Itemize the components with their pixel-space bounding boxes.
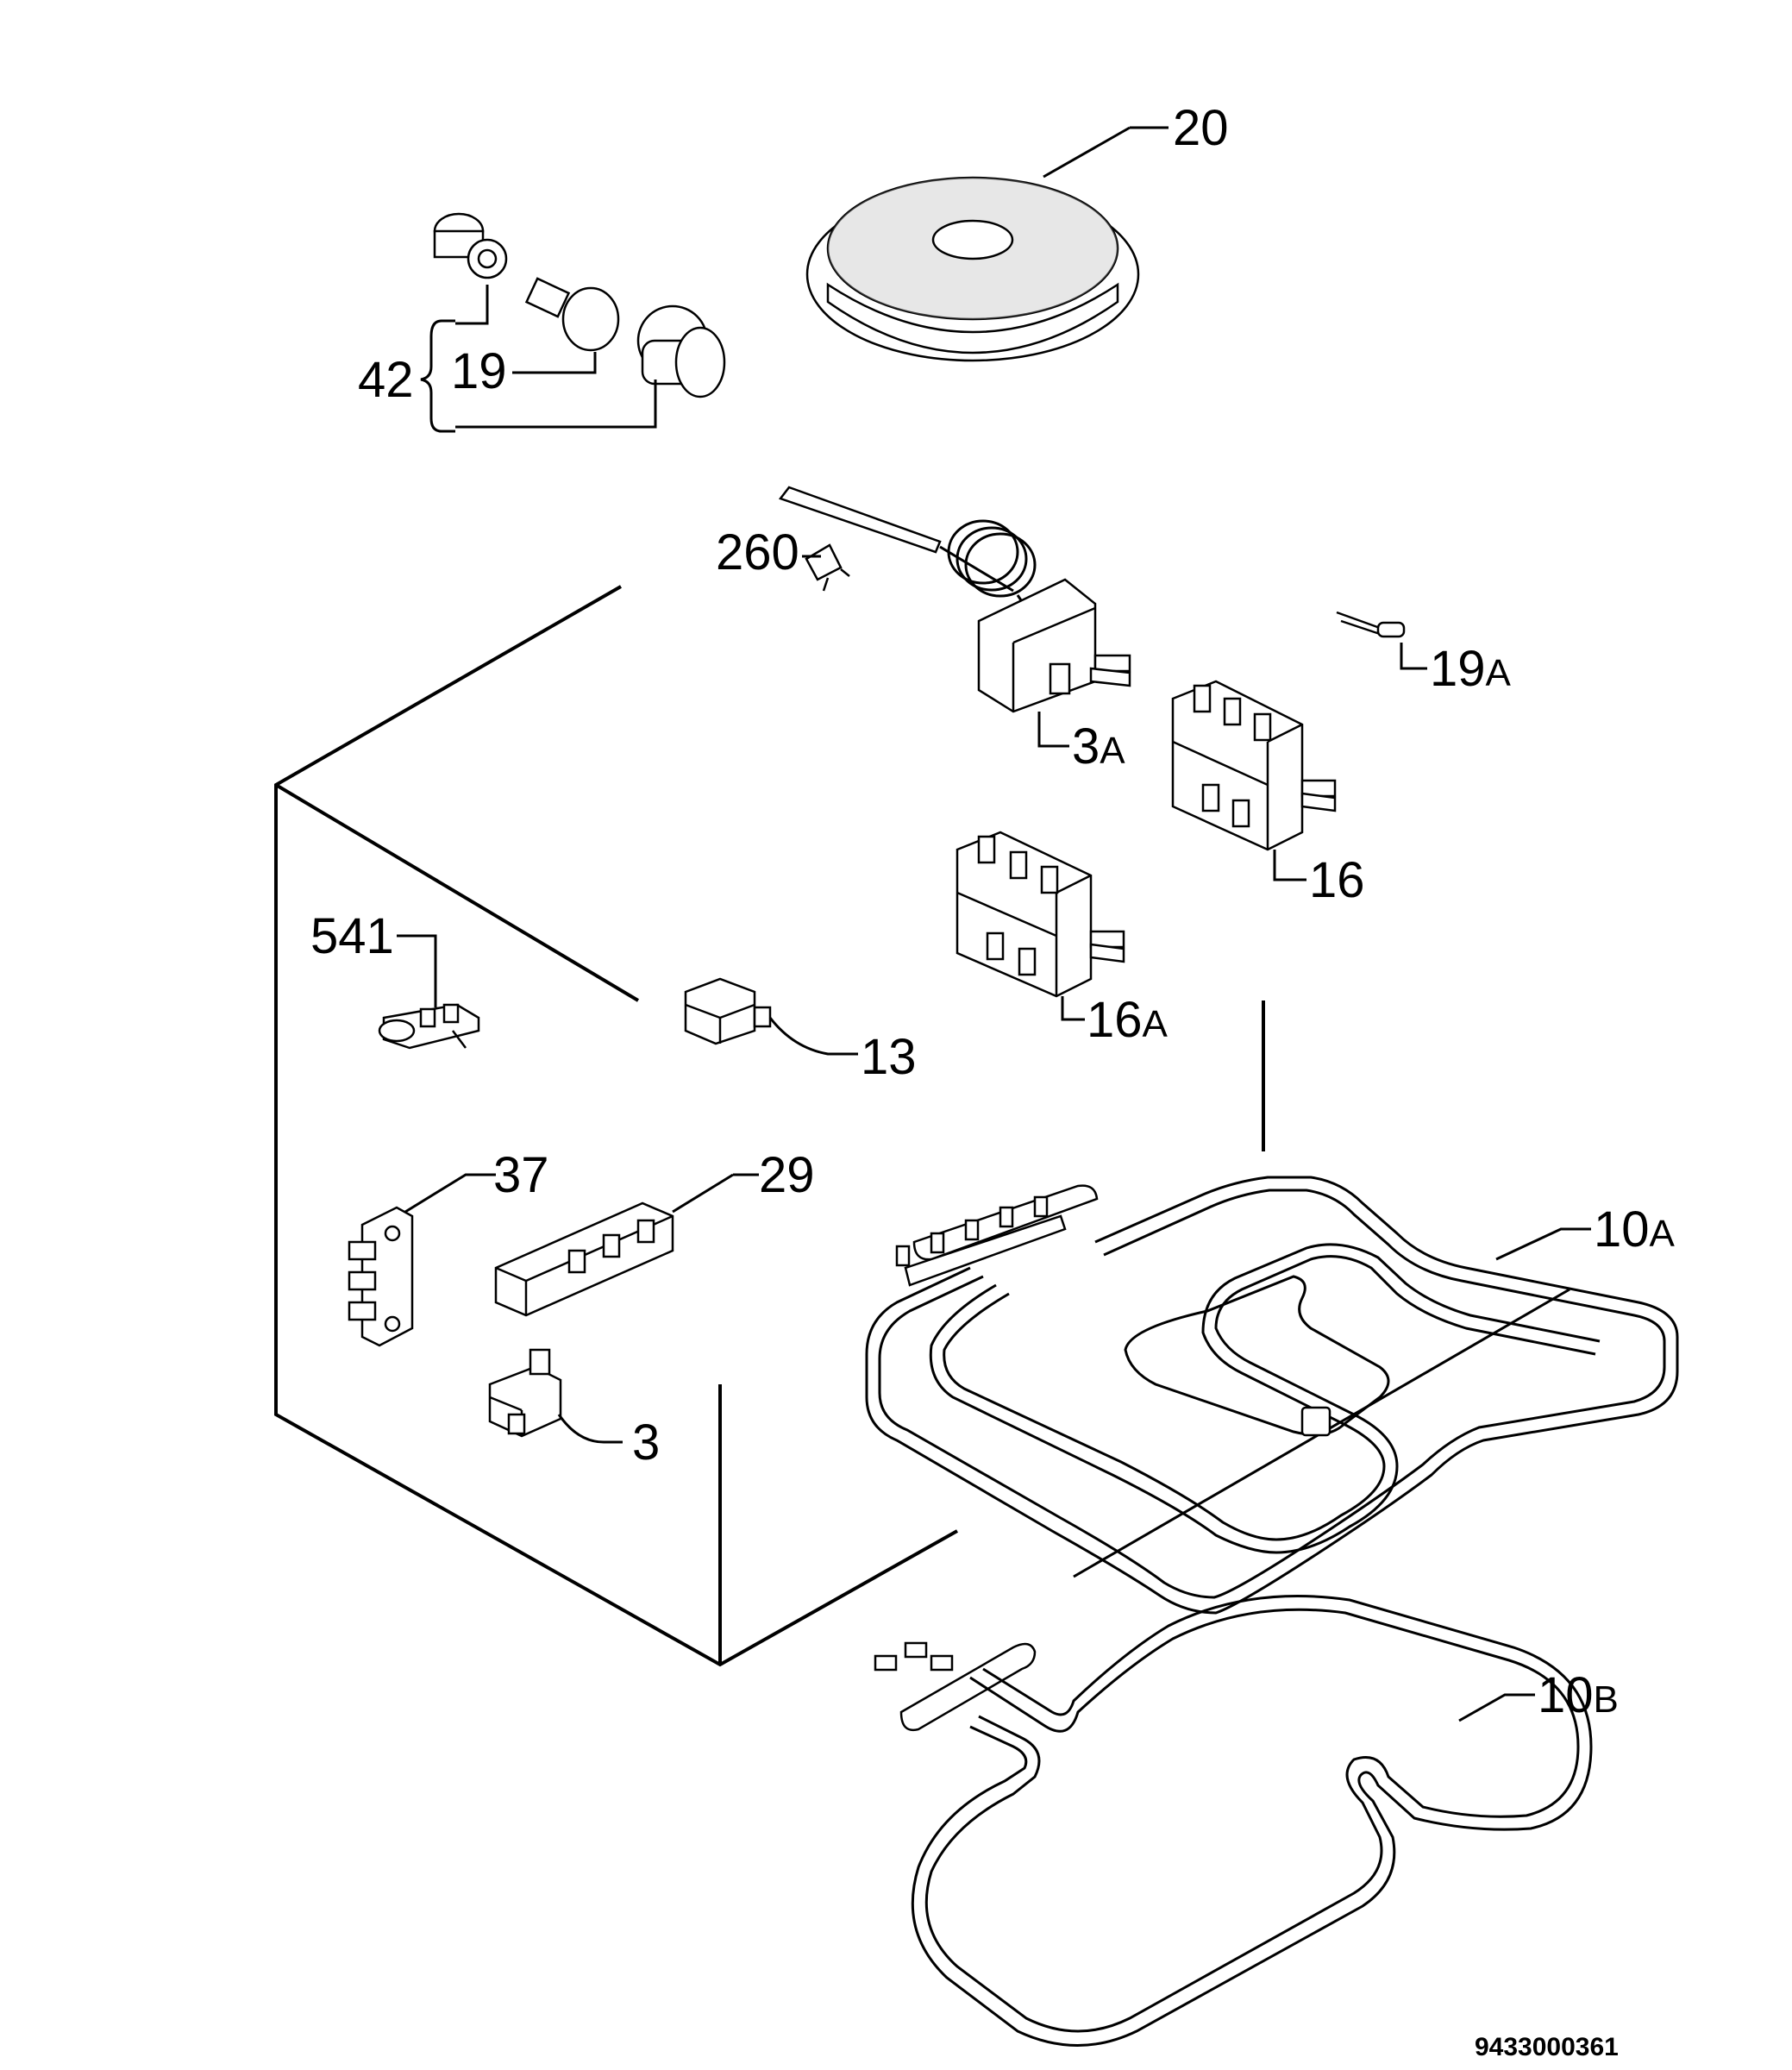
part-541-terminal — [378, 934, 480, 1050]
part-3-cutout — [488, 1348, 623, 1444]
label-29: 29 — [759, 1147, 815, 1203]
label-42: 42 — [358, 352, 414, 408]
label-541: 541 — [310, 908, 394, 964]
part-13-switch — [684, 977, 858, 1056]
label-19a: 19A — [1430, 641, 1512, 697]
part-20-hotplate — [805, 126, 1169, 362]
part-10a-grill-element — [865, 1176, 1679, 1615]
part-19a-connector — [1336, 611, 1427, 670]
part-3a-thermostat — [778, 486, 1131, 748]
oven-cabinet-outline — [274, 585, 958, 1667]
part-29-generator — [494, 1173, 759, 1317]
part-10b-bottom-element — [874, 1594, 1593, 2047]
label-3a: 3A — [1072, 718, 1125, 775]
part-16a-selector-switch — [956, 831, 1125, 1021]
label-10a: 10A — [1594, 1201, 1676, 1258]
label-10b: 10B — [1538, 1667, 1619, 1723]
label-3: 3 — [632, 1414, 660, 1471]
label-37: 37 — [493, 1147, 549, 1203]
part-16-selector-switch — [1171, 680, 1337, 881]
label-260: 260 — [716, 524, 799, 580]
part-37-terminal-block — [348, 1173, 496, 1347]
label-19: 19 — [451, 343, 507, 399]
document-number: 9433000361 — [1475, 2033, 1619, 2061]
label-13: 13 — [861, 1029, 917, 1085]
part-42-lamp-assembly — [420, 212, 726, 433]
label-20: 20 — [1173, 100, 1229, 156]
label-16: 16 — [1309, 852, 1365, 908]
label-16a: 16A — [1087, 992, 1169, 1048]
